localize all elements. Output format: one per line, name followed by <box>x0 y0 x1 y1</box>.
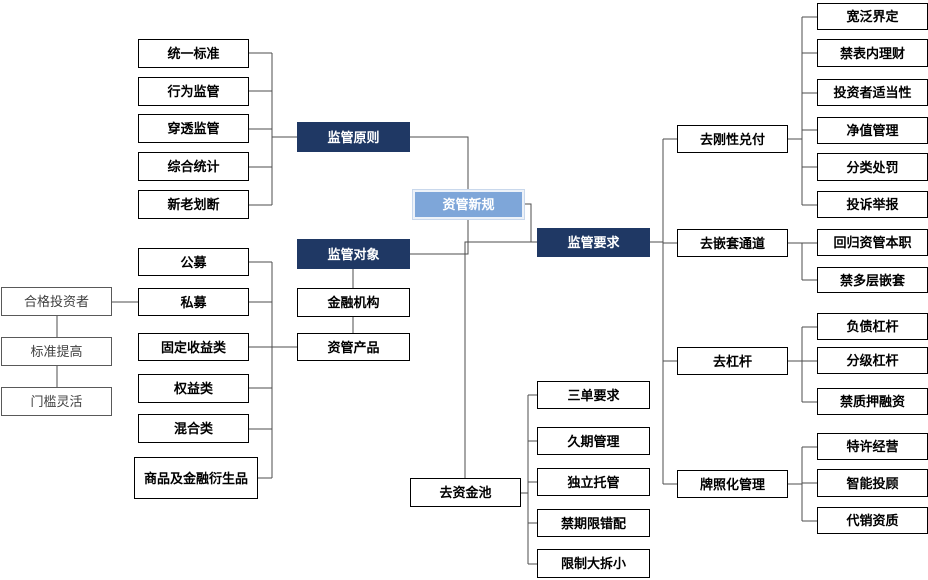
node-label: 去资金池 <box>439 485 492 500</box>
node-label: 权益类 <box>173 381 213 396</box>
node-label: 投诉举报 <box>846 197 899 212</box>
connector-line <box>410 219 469 255</box>
node-asset-mgmt-products: 资管产品 <box>297 333 410 361</box>
node-label: 禁表内理财 <box>839 45 905 61</box>
node-comprehensive-statistics: 综合统计 <box>138 152 249 181</box>
node-asset-mgmt-new-rules: 资管新规 <box>413 190 524 219</box>
node-remove-fund-pools: 去资金池 <box>410 478 521 507</box>
node-label: 限制大拆小 <box>560 556 626 571</box>
node-no-on-balance-wm: 禁表内理财 <box>817 39 928 67</box>
node-label: 回归资管本职 <box>833 235 912 250</box>
node-three-separate-requirements: 三单要求 <box>537 381 650 409</box>
node-label: 特许经营 <box>846 439 899 454</box>
node-no-pledge-financing: 禁质押融资 <box>817 388 928 415</box>
node-license-management: 牌照化管理 <box>677 470 788 498</box>
node-financial-institutions: 金融机构 <box>297 288 410 317</box>
node-label: 合格投资者 <box>23 294 89 309</box>
node-label: 独立托管 <box>567 474 620 490</box>
node-qualified-investors: 合格投资者 <box>1 287 112 316</box>
node-classified-penalties: 分类处罚 <box>817 153 928 181</box>
node-regulatory-targets: 监管对象 <box>297 239 410 269</box>
node-fixed-income: 固定收益类 <box>138 333 249 361</box>
node-label: 监管要求 <box>567 235 620 250</box>
node-public-offering: 公募 <box>138 248 249 276</box>
node-remove-implicit-guarantee: 去刚性兑付 <box>677 125 788 153</box>
node-label: 三单要求 <box>567 387 620 403</box>
node-unified-standards: 统一标准 <box>138 39 249 68</box>
node-mixed-class: 混合类 <box>138 414 249 443</box>
node-remove-nesting-channels: 去嵌套通道 <box>677 229 788 257</box>
node-conduct-regulation: 行为监管 <box>138 77 249 106</box>
node-private-offering: 私募 <box>138 288 249 316</box>
node-label: 负债杠杆 <box>846 319 899 334</box>
node-label: 禁多层嵌套 <box>839 272 905 288</box>
node-label: 混合类 <box>173 421 213 436</box>
node-broad-definition: 宽泛界定 <box>817 3 928 30</box>
node-label: 公募 <box>180 254 207 270</box>
node-debt-leverage: 负债杠杆 <box>817 313 928 340</box>
node-franchise-operation: 特许经营 <box>817 433 928 460</box>
connector-line <box>464 241 536 478</box>
node-label: 智能投顾 <box>846 475 899 491</box>
node-label: 新老划断 <box>167 197 220 212</box>
node-no-maturity-mismatch: 禁期限错配 <box>537 509 650 537</box>
node-independent-custody: 独立托管 <box>537 468 650 496</box>
node-higher-standards: 标准提高 <box>1 337 112 366</box>
node-label: 分类处罚 <box>846 159 899 175</box>
node-label: 门槛灵活 <box>30 394 83 409</box>
node-label: 固定收益类 <box>160 339 226 355</box>
node-robo-advisory: 智能投顾 <box>817 469 928 497</box>
node-label: 去嵌套通道 <box>699 235 765 251</box>
node-label: 统一标准 <box>167 46 220 61</box>
node-label: 商品及金融衍生品 <box>143 470 248 486</box>
node-new-old-cutoff: 新老划断 <box>138 190 249 219</box>
node-label: 行为监管 <box>167 84 220 99</box>
node-label: 投资者适当性 <box>833 85 912 100</box>
node-no-multilayer-nesting: 禁多层嵌套 <box>817 267 928 293</box>
node-limit-splitting: 限制大拆小 <box>537 549 650 578</box>
node-investor-suitability: 投资者适当性 <box>817 79 928 106</box>
node-label: 代销资质 <box>846 513 899 528</box>
node-label: 分级杠杆 <box>846 353 899 368</box>
node-return-to-core-am: 回归资管本职 <box>817 229 928 256</box>
node-duration-management: 久期管理 <box>537 427 650 455</box>
node-label: 私募 <box>180 294 207 310</box>
node-tranche-leverage: 分级杠杆 <box>817 347 928 374</box>
node-nav-management: 净值管理 <box>817 117 928 144</box>
node-commodity-derivatives: 商品及金融衍生品 <box>134 457 258 499</box>
node-label: 去杠杆 <box>712 353 752 369</box>
node-equity-class: 权益类 <box>138 374 249 403</box>
node-look-through-regulation: 穿透监管 <box>138 114 249 143</box>
node-label: 监管原则 <box>327 129 380 145</box>
node-label: 金融机构 <box>327 295 380 310</box>
node-label: 宽泛界定 <box>846 9 899 24</box>
node-label: 穿透监管 <box>167 121 220 136</box>
node-deleverage: 去杠杆 <box>677 347 788 375</box>
node-label: 去刚性兑付 <box>699 131 765 147</box>
node-label: 净值管理 <box>846 123 899 138</box>
node-regulatory-requirements: 监管要求 <box>537 228 650 257</box>
node-label: 久期管理 <box>567 433 620 449</box>
node-label: 资管新规 <box>442 197 495 212</box>
node-distribution-qualification: 代销资质 <box>817 507 928 534</box>
node-flexible-threshold: 门槛灵活 <box>1 387 112 416</box>
node-label: 禁质押融资 <box>839 394 905 409</box>
node-regulatory-principles: 监管原则 <box>297 122 410 152</box>
node-label: 资管产品 <box>327 339 380 355</box>
node-label: 监管对象 <box>327 246 380 262</box>
connector-line <box>524 203 537 243</box>
connector-line <box>410 136 469 190</box>
node-label: 标准提高 <box>30 344 83 359</box>
node-label: 综合统计 <box>167 159 220 174</box>
node-label: 牌照化管理 <box>699 476 765 492</box>
node-complaints-reporting: 投诉举报 <box>817 191 928 218</box>
node-label: 禁期限错配 <box>560 515 626 531</box>
